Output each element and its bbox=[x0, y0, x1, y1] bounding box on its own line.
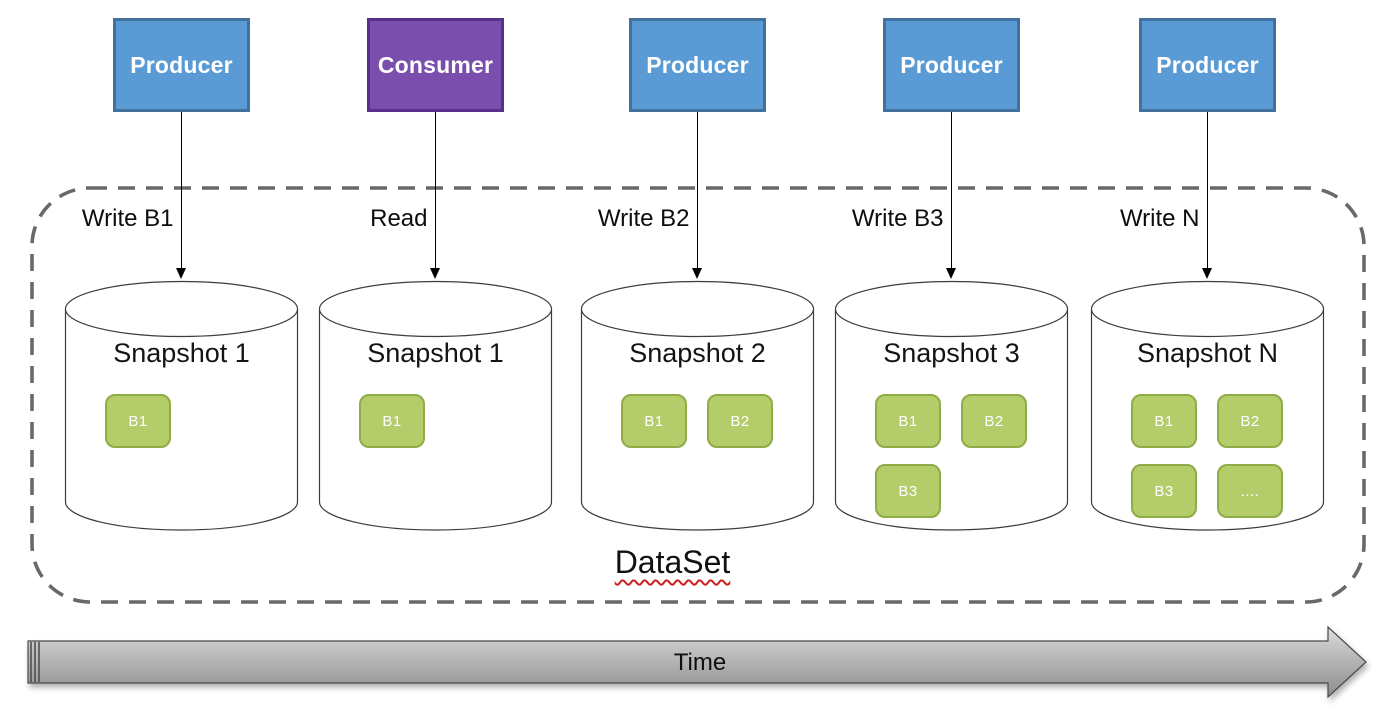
block-chip: B2 bbox=[961, 394, 1027, 448]
station-producer-n: Producer Write N Snapshot N B1 B2 B3 ...… bbox=[1090, 0, 1325, 620]
snapshot-title: Snapshot 3 bbox=[883, 338, 1020, 368]
snapshot-title: Snapshot 1 bbox=[113, 338, 250, 368]
block-grid: B1 bbox=[105, 394, 257, 448]
block-grid: B1 bbox=[359, 394, 511, 448]
snapshot-title: Snapshot N bbox=[1136, 338, 1279, 368]
producer-label: Producer bbox=[130, 51, 233, 78]
dataset-label-text: DataSet bbox=[614, 544, 731, 580]
flow-arrow-line bbox=[181, 112, 182, 269]
block-chip: B2 bbox=[707, 394, 773, 448]
action-label: Write B3 bbox=[851, 205, 944, 232]
action-label: Write B2 bbox=[597, 205, 690, 232]
dataset-dashed-border bbox=[30, 186, 1366, 604]
block-chip: B3 bbox=[1131, 464, 1197, 518]
flow-arrow-line bbox=[951, 112, 952, 269]
time-label: Time bbox=[673, 649, 727, 676]
block-chip: B3 bbox=[875, 464, 941, 518]
block-grid: B1 B2 B3 .... bbox=[1131, 394, 1283, 518]
flow-arrowhead-icon bbox=[176, 268, 186, 279]
time-arrow bbox=[27, 625, 1367, 699]
block-chip: B1 bbox=[359, 394, 425, 448]
action-label: Read bbox=[370, 205, 428, 232]
block-chip: B1 bbox=[1131, 394, 1197, 448]
block-grid: B1 B2 B3 bbox=[875, 394, 1027, 518]
action-label: Write B1 bbox=[81, 205, 174, 232]
flow-arrowhead-icon bbox=[946, 268, 956, 279]
consumer-label: Consumer bbox=[377, 51, 494, 78]
snapshot-cylinder bbox=[580, 280, 815, 531]
snapshot-title: Snapshot 1 bbox=[367, 338, 504, 368]
station-producer-2: Producer Write B2 Snapshot 2 B1 B2 bbox=[580, 0, 815, 620]
consumer-box: Consumer bbox=[367, 18, 504, 112]
flow-arrowhead-icon bbox=[1202, 268, 1212, 279]
block-chip: .... bbox=[1217, 464, 1283, 518]
block-chip: B1 bbox=[875, 394, 941, 448]
dataset-container bbox=[30, 186, 1366, 604]
flow-arrowhead-icon bbox=[430, 268, 440, 279]
snapshot-cylinder bbox=[64, 280, 299, 531]
producer-label: Producer bbox=[646, 51, 749, 78]
block-grid: B1 B2 bbox=[621, 394, 773, 448]
snapshot-title: Snapshot 2 bbox=[629, 338, 766, 368]
action-label: Write N bbox=[1119, 205, 1200, 232]
time-arrow-end-stripes bbox=[30, 642, 40, 682]
producer-label: Producer bbox=[1156, 51, 1259, 78]
station-consumer: Consumer Read Snapshot 1 B1 bbox=[318, 0, 553, 620]
flow-arrowhead-icon bbox=[692, 268, 702, 279]
block-chip: B1 bbox=[105, 394, 171, 448]
flow-arrow-line bbox=[1207, 112, 1208, 269]
producer-label: Producer bbox=[900, 51, 1003, 78]
producer-box: Producer bbox=[883, 18, 1020, 112]
flow-arrow-line bbox=[697, 112, 698, 269]
station-producer-1: Producer Write B1 Snapshot 1 B1 bbox=[64, 0, 299, 620]
time-arrow-shape bbox=[27, 625, 1367, 699]
block-chip: B1 bbox=[621, 394, 687, 448]
block-chip: B2 bbox=[1217, 394, 1283, 448]
flow-arrow-line bbox=[435, 112, 436, 269]
producer-box: Producer bbox=[629, 18, 766, 112]
station-producer-3: Producer Write B3 Snapshot 3 B1 B2 B3 bbox=[834, 0, 1069, 620]
dataset-label: DataSet bbox=[530, 544, 815, 581]
snapshot-cylinder bbox=[318, 280, 553, 531]
producer-box: Producer bbox=[1139, 18, 1276, 112]
producer-box: Producer bbox=[113, 18, 250, 112]
